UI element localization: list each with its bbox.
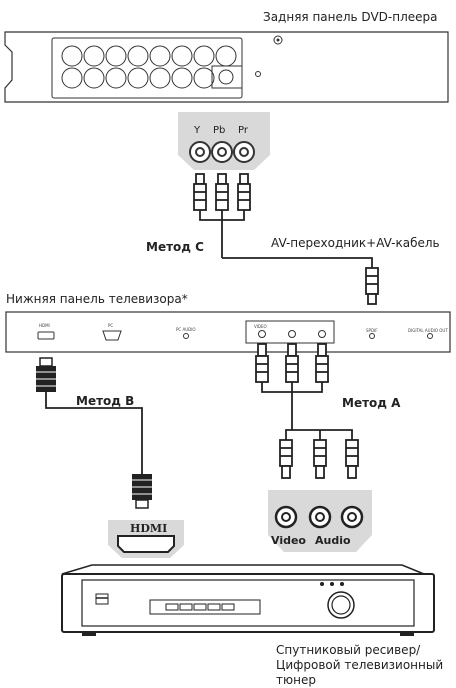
receiver-caption: Спутниковый ресивер/ Цифровой телевизион…	[276, 643, 443, 688]
tv-port-hdmi-label: HDMI	[39, 323, 50, 328]
tv-port-video-label: VIDEO	[254, 324, 267, 329]
tv-port-spdif-label: SPDIF	[366, 328, 378, 333]
tv-panel-title: Нижняя панель телевизора*	[6, 292, 188, 306]
method-a-label: Метод A	[342, 396, 401, 410]
hdmi-port-label: HDMI	[130, 522, 168, 535]
component-port-pr-label: Pr	[238, 125, 248, 136]
component-port-y-label: Y	[194, 125, 201, 136]
method-c-label: Метод C	[146, 240, 204, 254]
dvd-jacks	[61, 45, 237, 89]
method-b-label: Метод B	[76, 394, 135, 408]
tv-port-pc-audio-label: PC AUDIO	[176, 327, 196, 332]
tv-port-pc-label: PC	[108, 323, 114, 328]
video-port-label: Video	[271, 534, 306, 547]
av-port-block	[268, 490, 372, 552]
tv-port-digital-audio-out-label: DIGITAL AUDIO OUT	[408, 328, 448, 333]
component-port-pb-label: Pb	[213, 125, 226, 136]
tv-bottom-panel	[5, 311, 451, 353]
method-b-cable	[36, 357, 152, 509]
dvd-rear-panel	[4, 31, 449, 103]
method-c-cable	[193, 173, 379, 305]
component-port-block	[178, 112, 270, 170]
hdmi-port-block	[108, 520, 184, 558]
av-adapter-label: AV-переходник+AV-кабель	[271, 236, 440, 250]
dvd-panel-title: Задняя панель DVD-плеера	[263, 10, 438, 24]
method-a-cable	[255, 343, 359, 479]
receiver-caption-line-3: тюнер	[276, 673, 316, 687]
receiver-caption-line-2: Цифровой телевизионный	[276, 658, 444, 672]
audio-port-label: Audio	[315, 534, 351, 547]
receiver-caption-line-1: Спутниковый ресивер/	[276, 643, 421, 657]
satellite-receiver	[61, 564, 435, 636]
